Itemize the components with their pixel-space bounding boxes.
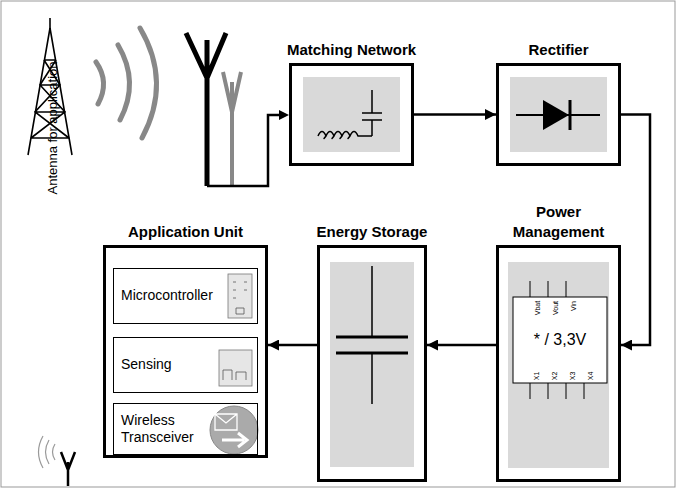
antenna-feed-wire [207,115,281,186]
ic-chip [513,297,607,383]
box-heading: Matching Network [287,40,416,60]
diode-symbol [543,100,569,130]
lc-network-symbol [318,90,382,139]
process-box: Energy Storage [317,245,427,482]
power-panel [508,262,609,468]
pin-name: Vbat [534,301,541,315]
receiving-antenna-small [223,72,241,186]
sensor-icon [219,350,252,386]
flow-arrow [621,115,650,346]
feed-arrowhead [279,110,289,120]
inductor-symbol [318,132,372,139]
chip-function-label: * / 3,3V [534,332,586,348]
wave-arc [96,62,104,104]
box-heading: Energy Storage [317,222,428,242]
pin-name: X3 [569,372,576,381]
tower-mast [49,18,51,28]
storage-panel [330,262,414,467]
transceiver-icon [210,406,258,454]
diode-bar [569,100,572,130]
microcontroller-icon [228,274,252,318]
pin-name: X1 [533,372,540,381]
component-box: Microcontroller [113,268,258,324]
rectifier-panel [510,77,607,152]
send-arrow-icon [222,433,247,447]
flow-arrow [414,113,496,116]
receiving-antenna [186,33,226,186]
process-box: Matching Network [289,63,414,166]
sensor-icon-detail [223,370,246,380]
antenna-label: Antenna for application [46,62,59,195]
storage-capacitor-symbol [336,337,408,353]
box-heading: Application Unit [128,222,243,242]
box-label: Wireless Transceiver [114,412,209,447]
box-label: Microcontroller [114,287,213,305]
component-box: Wireless Transceiver [113,403,258,455]
wave-arc [39,436,44,468]
pin-name: X2 [551,372,558,381]
microcontroller-icon-detail [233,282,247,314]
wave-arc [46,440,50,464]
envelope-icon [215,414,237,430]
radio-waves [96,28,157,138]
component-box: Sensing [113,337,258,393]
pin-name: Vout [552,301,559,315]
flow-arrow [268,344,317,347]
matching-panel [303,77,400,152]
pin-name: Vin [570,301,577,311]
box-label: Sensing [114,356,172,374]
antenna-waves [39,436,56,468]
page-frame [1,1,675,487]
application-antenna [61,452,75,486]
wave-arc [140,28,157,138]
capacitor-leads [371,266,373,404]
flow-arrow [427,344,496,347]
pin-name: X4 [587,372,594,381]
wave-arc [53,444,56,460]
unit-box: Application UnitMicrocontrollerSensingWi… [103,245,268,458]
box-heading: Rectifier [528,40,588,60]
process-box: Rectifier [496,63,621,166]
process-box: Power Management [496,245,621,482]
wave-arc [118,45,130,120]
capacitor-symbol [362,90,382,136]
box-heading: Power Management [500,202,618,243]
